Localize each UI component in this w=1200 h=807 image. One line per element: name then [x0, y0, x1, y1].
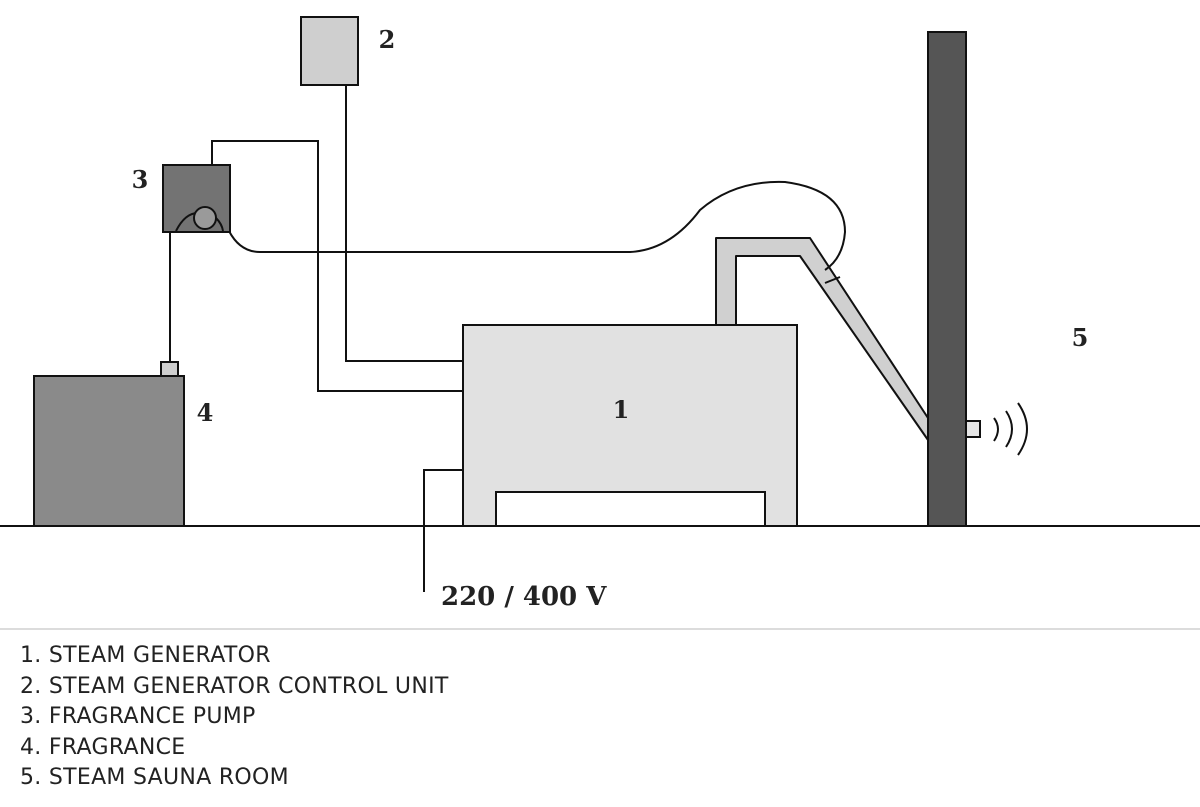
label-fragrance-pump: 3 [132, 165, 149, 194]
pipe-joint [824, 276, 841, 284]
label-steam-generator: 1 [613, 395, 630, 424]
legend-item: 4. FRAGRANCE [20, 734, 186, 760]
power-cable [423, 469, 463, 592]
sauna-wall [927, 31, 967, 527]
control-unit [300, 16, 359, 86]
pump-signal-wire [211, 140, 463, 392]
legend-list: 1. STEAM GENERATOR 2. STEAM GENERATOR CO… [20, 641, 449, 794]
label-fragrance: 4 [197, 398, 214, 427]
voltage-label: 220 / 400 V [441, 582, 607, 612]
fragrance-tank [33, 375, 185, 527]
steam-nozzle [965, 420, 981, 438]
label-control-unit: 2 [379, 25, 396, 54]
steam-system-diagram: 1 2 3 4 5 220 / 400 V [0, 16, 1200, 612]
label-sauna-room: 5 [1072, 323, 1089, 352]
legend-item: 2. STEAM GENERATOR CONTROL UNIT [20, 673, 449, 699]
pump-rotor-icon [175, 206, 224, 232]
legend-item: 5. STEAM SAUNA ROOM [20, 765, 289, 790]
tank-cap [160, 361, 179, 377]
steam-waves-icon [993, 402, 1028, 456]
steam-pipe [715, 237, 929, 441]
steam-generator [462, 324, 798, 527]
legend-item: 1. STEAM GENERATOR [20, 643, 271, 668]
fragrance-hose [228, 180, 847, 271]
legend-item: 3. FRAGRANCE PUMP [20, 704, 256, 729]
control-wire [345, 85, 463, 362]
legend-divider [0, 628, 1200, 630]
